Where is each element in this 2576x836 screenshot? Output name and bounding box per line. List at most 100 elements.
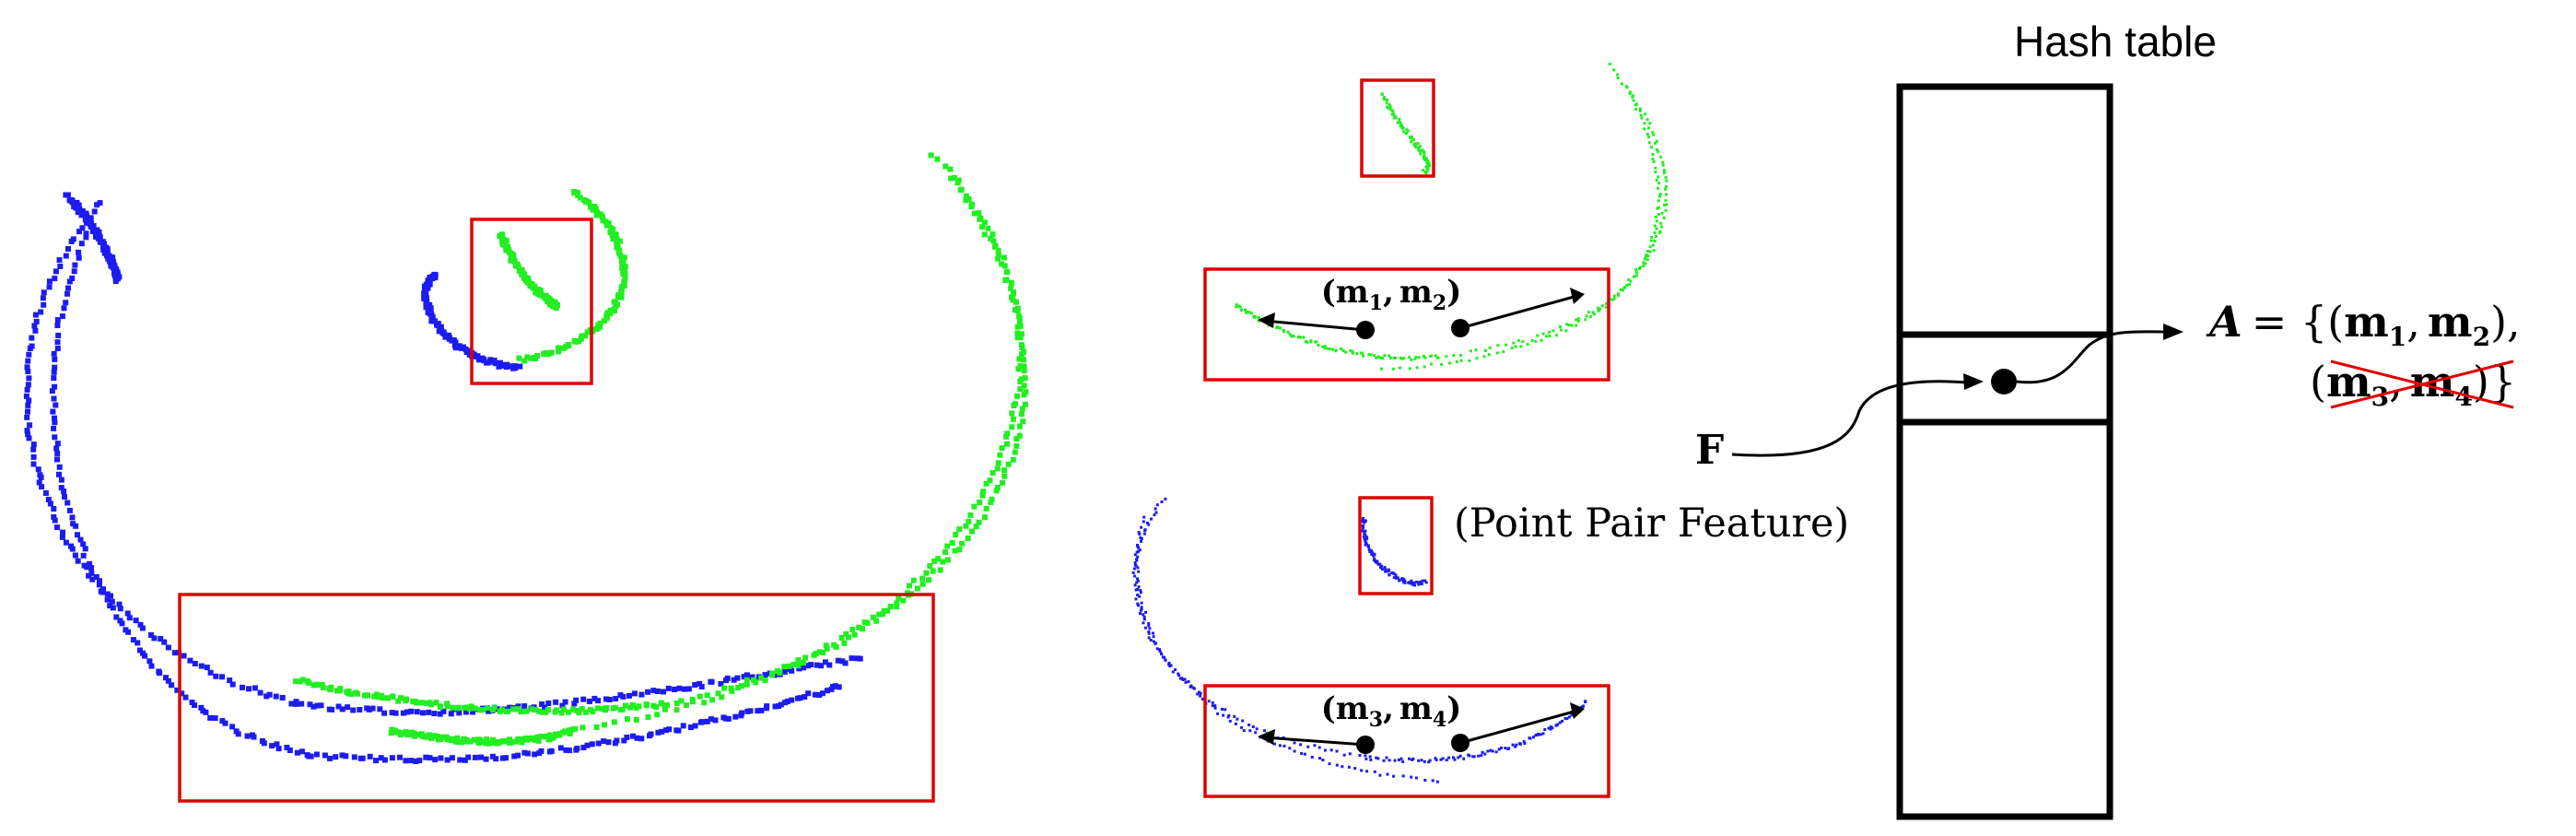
scene-point [954, 180, 961, 186]
model-point [438, 755, 444, 761]
model-point [25, 358, 31, 364]
scene-point [896, 595, 902, 601]
scene-point [437, 703, 443, 710]
scene-point [633, 704, 639, 711]
scene-point [398, 695, 404, 701]
scene-sparse-point [1258, 319, 1260, 323]
model-point [213, 673, 219, 679]
scene-point [490, 736, 497, 743]
scene-sparse-point [1240, 309, 1243, 312]
pair-label-bottom: (m3,m4) [1321, 690, 1462, 732]
model-point [650, 688, 657, 694]
model-point [318, 702, 324, 709]
scene-point [704, 692, 710, 699]
scene-sparse-point [1244, 308, 1247, 312]
model-sparse-point [1417, 581, 1421, 584]
model-sparse-point [1140, 607, 1143, 611]
model-sparse-point [1342, 753, 1346, 757]
model-point [148, 663, 155, 669]
scene-sparse-point [1388, 103, 1391, 107]
model-point [97, 200, 103, 206]
model-sparse-point [1133, 574, 1137, 578]
scene-point [978, 215, 984, 221]
scene-point [944, 543, 951, 549]
model-point [322, 752, 328, 759]
model-point [30, 442, 37, 448]
scene-point [658, 701, 664, 707]
model-sparse-point [1549, 727, 1552, 731]
model-sparse-point [1152, 640, 1155, 643]
scene-sparse-point [1664, 208, 1668, 212]
model-point [94, 202, 100, 208]
scene-point [935, 556, 942, 562]
model-sparse-point [1489, 748, 1493, 752]
scene-point [777, 669, 783, 676]
scene-point [556, 345, 562, 351]
set-equation-line-1: A= {(m1,m2), [2206, 297, 2521, 352]
scene-point [334, 688, 340, 694]
scene-point [1018, 331, 1025, 337]
scene-point [510, 253, 517, 259]
scene-sparse-point [1655, 148, 1658, 151]
model-point [739, 710, 745, 716]
model-point [797, 695, 803, 701]
scene-point [654, 712, 661, 718]
scene-point [1009, 410, 1015, 417]
scene-point [454, 705, 461, 712]
model-point [512, 365, 519, 371]
scene-sparse-point [1429, 354, 1433, 358]
scene-point [362, 692, 368, 699]
scene-point [484, 736, 490, 743]
scene-sparse-point [1399, 356, 1402, 359]
model-point [725, 715, 732, 722]
model-sparse-point [1556, 723, 1560, 726]
scene-point [521, 358, 528, 364]
scene-sparse-point [1652, 249, 1656, 253]
model-point [75, 558, 81, 564]
model-sparse-point [1363, 521, 1366, 524]
hash-table-body [1896, 83, 2113, 820]
model-sparse-point [1392, 576, 1396, 580]
model-point [65, 246, 71, 252]
scene-sparse-point [1417, 148, 1421, 152]
model-point [58, 485, 64, 491]
model-point [88, 570, 95, 576]
scene-sparse-point [1392, 112, 1396, 116]
highlight-box-small-object-top [1360, 78, 1435, 178]
model-sparse-point [1299, 743, 1303, 747]
scene-point [567, 730, 573, 736]
model-point [424, 298, 430, 304]
model-sparse-point [1149, 639, 1153, 642]
model-point [88, 223, 95, 230]
model-sparse-point [1394, 573, 1398, 577]
scene-sparse-point [1488, 346, 1492, 349]
scene-point [603, 222, 610, 229]
scene-sparse-point [1646, 250, 1649, 253]
model-sparse-point [1427, 760, 1431, 764]
scene-sparse-point [1665, 203, 1669, 206]
model-point [504, 364, 509, 371]
model-sparse-point [1480, 754, 1483, 758]
model-point [266, 691, 273, 698]
scene-sparse-point [1612, 68, 1616, 72]
model-point [112, 275, 119, 281]
model-point [682, 686, 687, 692]
scene-point [403, 729, 409, 736]
scene-sparse-point [1362, 354, 1364, 358]
model-point [45, 497, 52, 502]
highlight-box-bottom-band [178, 593, 935, 803]
model-sparse-point [1134, 588, 1138, 592]
model-point [76, 254, 82, 261]
scene-point [856, 624, 862, 630]
scene-point [973, 524, 979, 530]
model-sparse-point [1178, 677, 1182, 680]
model-point [135, 640, 141, 646]
model-point [174, 687, 181, 693]
scene-sparse-point [1665, 179, 1669, 183]
model-sparse-point [1435, 780, 1439, 783]
model-point [165, 644, 171, 651]
model-point [274, 741, 280, 748]
model-point [60, 529, 65, 536]
scene-point [983, 480, 989, 487]
model-point [64, 500, 71, 506]
